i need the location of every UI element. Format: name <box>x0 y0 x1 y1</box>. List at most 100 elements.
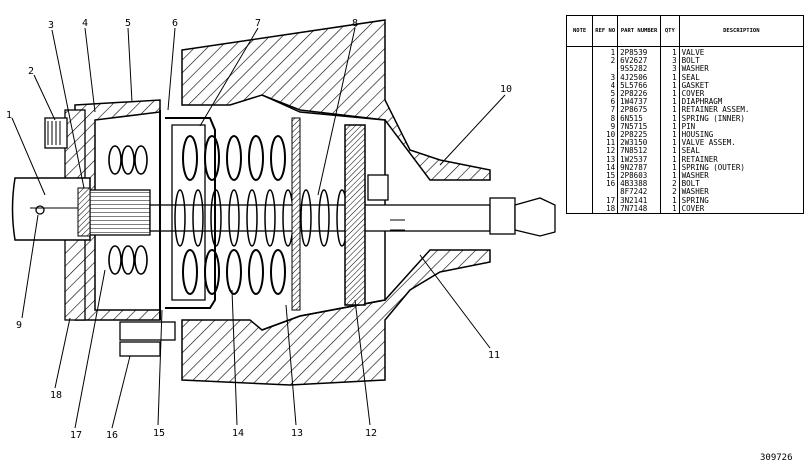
callout-7: 7 <box>255 18 261 29</box>
part-number-cell: 6V2627 <box>617 56 661 66</box>
part-number-cell: 3N2141 <box>617 196 661 205</box>
part-number-cell: 7N7148 <box>617 204 661 215</box>
part-number-cell: 4B3388 <box>617 180 661 189</box>
note-cell <box>565 98 594 107</box>
description-cell: HOUSING <box>678 130 804 140</box>
description-cell: WASHER <box>678 188 804 197</box>
seal-12 <box>344 124 366 306</box>
callout-15: 15 <box>153 428 165 439</box>
washer-bottom <box>119 341 161 357</box>
callout-11: 11 <box>488 350 500 361</box>
note-cell <box>565 180 594 189</box>
header-qty: QTY <box>660 15 680 47</box>
seal-3 <box>77 187 91 237</box>
output-stem <box>489 197 516 235</box>
spring-17 <box>108 145 148 275</box>
part-number-cell: 2P8603 <box>617 171 661 181</box>
part-number-cell: 2P8226 <box>617 89 661 99</box>
description-cell: SEAL <box>678 73 804 82</box>
description-cell: PIN <box>678 122 804 132</box>
description-cell: SPRING (INNER) <box>678 114 804 123</box>
part-number-cell: 5L5766 <box>617 81 661 91</box>
note-cell <box>565 106 594 115</box>
retainer-13 <box>291 117 301 311</box>
note-cell <box>565 163 594 173</box>
description-cell: RETAINER <box>678 155 804 164</box>
part-number-cell: 4J2506 <box>617 73 661 82</box>
description-cell: BOLT <box>678 180 804 189</box>
part-number-cell: 7N8512 <box>617 147 661 156</box>
description-cell: VALVE ASSEM. <box>678 139 804 148</box>
callout-17: 17 <box>70 430 82 441</box>
description-cell: WASHER <box>678 65 804 74</box>
part-number-cell: 1W4737 <box>617 98 661 107</box>
callout-6: 6 <box>172 18 178 29</box>
header-note: NOTE <box>565 15 594 47</box>
note-cell <box>565 65 594 74</box>
valve-plunger <box>11 177 91 241</box>
diaphragm-6 <box>159 110 216 320</box>
header-ref-no: REF NO <box>592 15 619 47</box>
callout-12: 12 <box>365 428 377 439</box>
callout-9: 9 <box>16 320 22 331</box>
description-cell: COVER <box>678 204 804 215</box>
description-cell: RETAINER ASSEM. <box>678 106 804 115</box>
part-number-cell: 2P8675 <box>617 106 661 115</box>
note-cell <box>565 73 594 82</box>
part-number-cell: 8F7242 <box>617 188 661 197</box>
note-cell <box>565 188 594 197</box>
description-cell: VALVE <box>678 46 804 58</box>
bolt-16 <box>119 321 176 341</box>
note-cell <box>565 196 594 205</box>
callout-8: 8 <box>352 18 358 29</box>
part-number-cell: 2P8225 <box>617 130 661 140</box>
note-cell <box>565 172 594 181</box>
part-number-cell: 9N2787 <box>617 163 661 173</box>
valve-stem-threads <box>89 189 151 236</box>
callout-18: 18 <box>50 390 62 401</box>
note-cell <box>565 81 594 91</box>
spring-8-inner <box>174 189 348 247</box>
callout-3: 3 <box>48 20 54 31</box>
note-cell <box>565 131 594 140</box>
stem-tip <box>514 197 556 237</box>
note-cell <box>565 139 594 148</box>
housing-upper <box>181 19 491 181</box>
spring-14-outer <box>182 135 286 295</box>
callout-5: 5 <box>125 18 131 29</box>
header-description: DESCRIPTION <box>678 15 804 47</box>
pin-9 <box>35 205 45 215</box>
description-cell: DIAPHRAGM <box>678 98 804 107</box>
callout-1: 1 <box>6 110 12 121</box>
callout-14: 14 <box>232 428 244 439</box>
ref-cell: 2 <box>592 56 619 66</box>
valve-assembly-11 <box>367 174 389 201</box>
callout-16: 16 <box>106 430 118 441</box>
ref-cell: 16 <box>592 180 619 189</box>
description-cell: SPRING <box>678 196 804 205</box>
callout-4: 4 <box>82 18 88 29</box>
description-cell: SEAL <box>678 147 804 156</box>
description-cell: SPRING (OUTER) <box>678 163 804 173</box>
callout-10: 10 <box>500 84 512 95</box>
callout-2: 2 <box>28 66 34 77</box>
part-number-cell: 2P8539 <box>617 46 661 58</box>
callout-13: 13 <box>291 428 303 439</box>
callout-leaders <box>11 27 506 429</box>
